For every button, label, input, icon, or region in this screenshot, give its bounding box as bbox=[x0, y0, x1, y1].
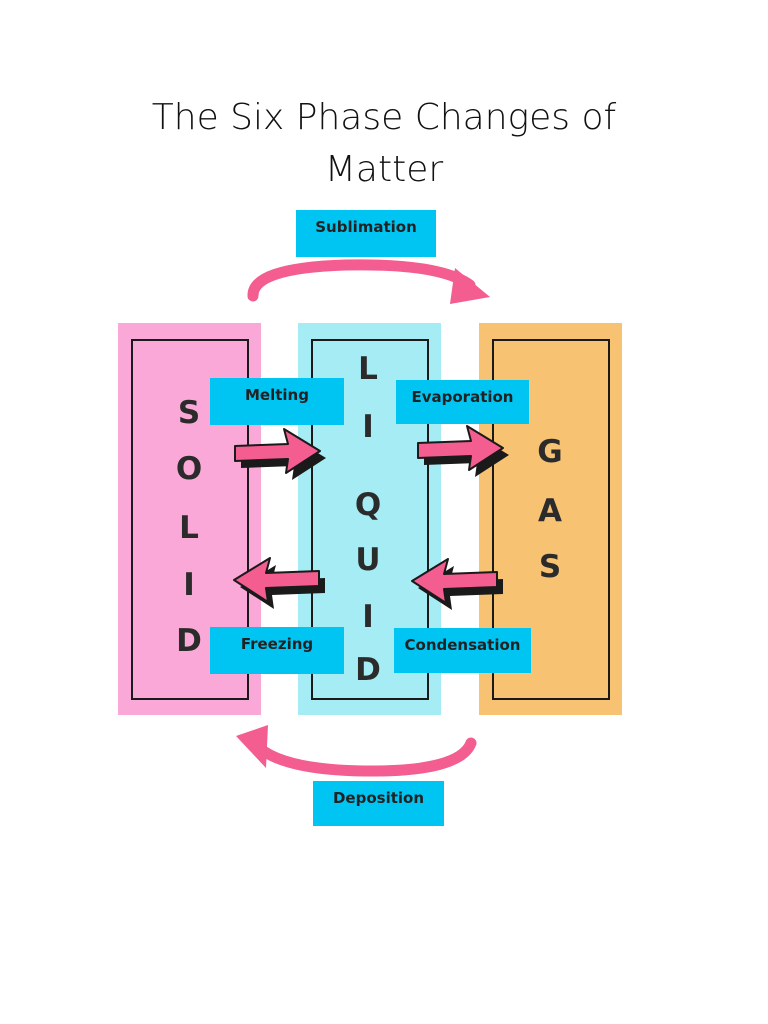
sublimation-label: Sublimation bbox=[296, 210, 436, 257]
solid-letter: I bbox=[183, 567, 195, 603]
liquid-letter: U bbox=[355, 542, 381, 578]
title-line-2: Matter bbox=[324, 149, 444, 190]
solid-letter: D bbox=[176, 623, 202, 659]
evaporation-label: Evaporation bbox=[396, 380, 529, 424]
solid-panel-frame bbox=[131, 339, 249, 700]
deposition-label: Deposition bbox=[313, 781, 444, 826]
liquid-letter: L bbox=[358, 351, 378, 387]
gas-letter: S bbox=[538, 549, 562, 585]
page-title: The Six Phase Changes of Matter bbox=[0, 92, 768, 196]
condensation-label: Condensation bbox=[394, 628, 531, 673]
solid-letter: L bbox=[179, 510, 199, 546]
freezing-label: Freezing bbox=[210, 627, 344, 674]
liquid-letter: I bbox=[362, 409, 374, 445]
liquid-panel-frame bbox=[311, 339, 429, 700]
liquid-letter: D bbox=[355, 652, 381, 688]
gas-panel-frame bbox=[492, 339, 610, 700]
liquid-letter: Q bbox=[354, 487, 382, 523]
gas-letter: A bbox=[538, 493, 562, 529]
curved-arrow-icon bbox=[236, 725, 477, 777]
title-line-1: The Six Phase Changes of bbox=[151, 97, 617, 138]
gas-letter: G bbox=[537, 434, 563, 470]
liquid-letter: I bbox=[362, 599, 374, 635]
melting-label: Melting bbox=[210, 378, 344, 425]
solid-letter: O bbox=[175, 451, 203, 487]
curved-arrow-icon bbox=[247, 259, 490, 304]
solid-letter: S bbox=[177, 395, 201, 431]
